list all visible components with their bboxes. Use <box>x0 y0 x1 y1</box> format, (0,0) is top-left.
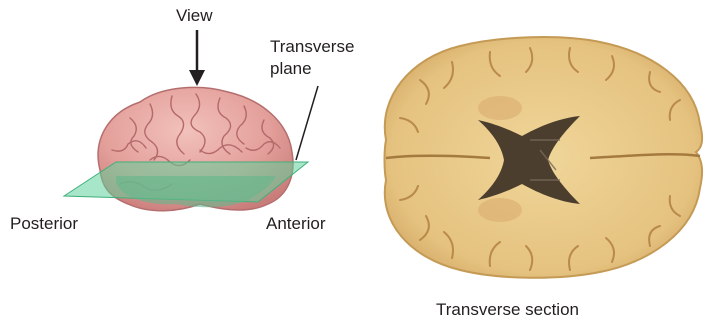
view-arrow <box>189 30 205 86</box>
transverse-plane-label-line2: plane <box>270 58 354 80</box>
transverse-plane-label-line1: Transverse <box>270 36 354 58</box>
transverse-plane-label: Transverse plane <box>270 36 354 80</box>
anterior-label: Anterior <box>266 214 326 234</box>
transverse-section-caption: Transverse section <box>436 300 579 320</box>
posterior-label: Posterior <box>10 214 78 234</box>
view-label: View <box>176 6 213 26</box>
plane-pointer-line <box>296 86 318 160</box>
transverse-section-image <box>385 37 703 278</box>
